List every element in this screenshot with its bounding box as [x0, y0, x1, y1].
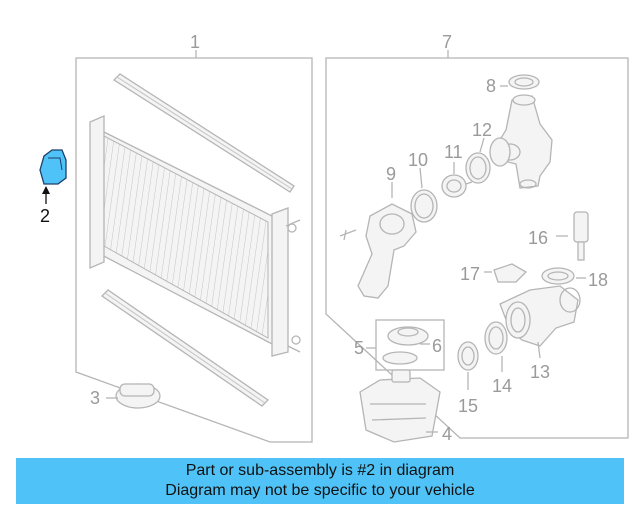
callout-5: 5 [354, 338, 364, 358]
part-10-gasket[interactable] [410, 167, 438, 223]
part-3-grommet[interactable] [106, 383, 161, 409]
part-16-temperature-sensor[interactable] [556, 211, 589, 261]
callout-15: 15 [458, 396, 478, 416]
part-11-thermostat[interactable] [441, 162, 473, 198]
callout-11: 11 [444, 142, 463, 162]
radiator-upper-bar [112, 73, 295, 193]
part-12-thermostat-housing[interactable] [489, 94, 553, 189]
callout-9: 9 [386, 164, 396, 184]
callout-2: 2 [40, 206, 50, 226]
part-12-o-ring[interactable] [465, 137, 491, 184]
part-8-seal-ring[interactable] [500, 74, 540, 90]
callout-10: 10 [408, 150, 428, 170]
callout-14: 14 [492, 376, 512, 396]
callout-6: 6 [432, 336, 442, 356]
part-2-radiator-mount-highlighted[interactable] [39, 149, 67, 204]
callout-4: 4 [442, 424, 452, 444]
coolant-group-panel [325, 50, 629, 439]
callout-17: 17 [460, 264, 480, 284]
callout-16: 16 [528, 228, 548, 248]
part-15-clamp[interactable] [457, 341, 479, 390]
info-banner: Part or sub-assembly is #2 in diagram Di… [16, 458, 624, 504]
radiator[interactable] [89, 115, 301, 357]
radiator-group-panel [75, 50, 313, 443]
callout-13: 13 [530, 362, 550, 382]
callout-3: 3 [90, 388, 100, 408]
part-4-expansion-tank[interactable] [359, 369, 441, 443]
banner-line-2: Diagram may not be specific to your vehi… [165, 482, 475, 499]
banner-line-1: Part or sub-assembly is #2 in diagram [185, 462, 455, 479]
part-9-water-outlet[interactable] [339, 182, 417, 299]
part-13-coolant-flange[interactable] [499, 285, 581, 359]
callout-12: 12 [472, 120, 492, 140]
part-14-o-ring[interactable] [484, 321, 508, 372]
part-18-o-ring[interactable] [541, 267, 586, 285]
radiator-lower-bar [100, 289, 270, 407]
callout-8: 8 [486, 76, 496, 96]
callout-7: 7 [442, 32, 452, 52]
callout-18: 18 [588, 270, 608, 290]
callout-1: 1 [190, 32, 200, 52]
part-5-cap-assembly[interactable] [366, 319, 445, 371]
part-17-gasket[interactable] [484, 263, 528, 283]
